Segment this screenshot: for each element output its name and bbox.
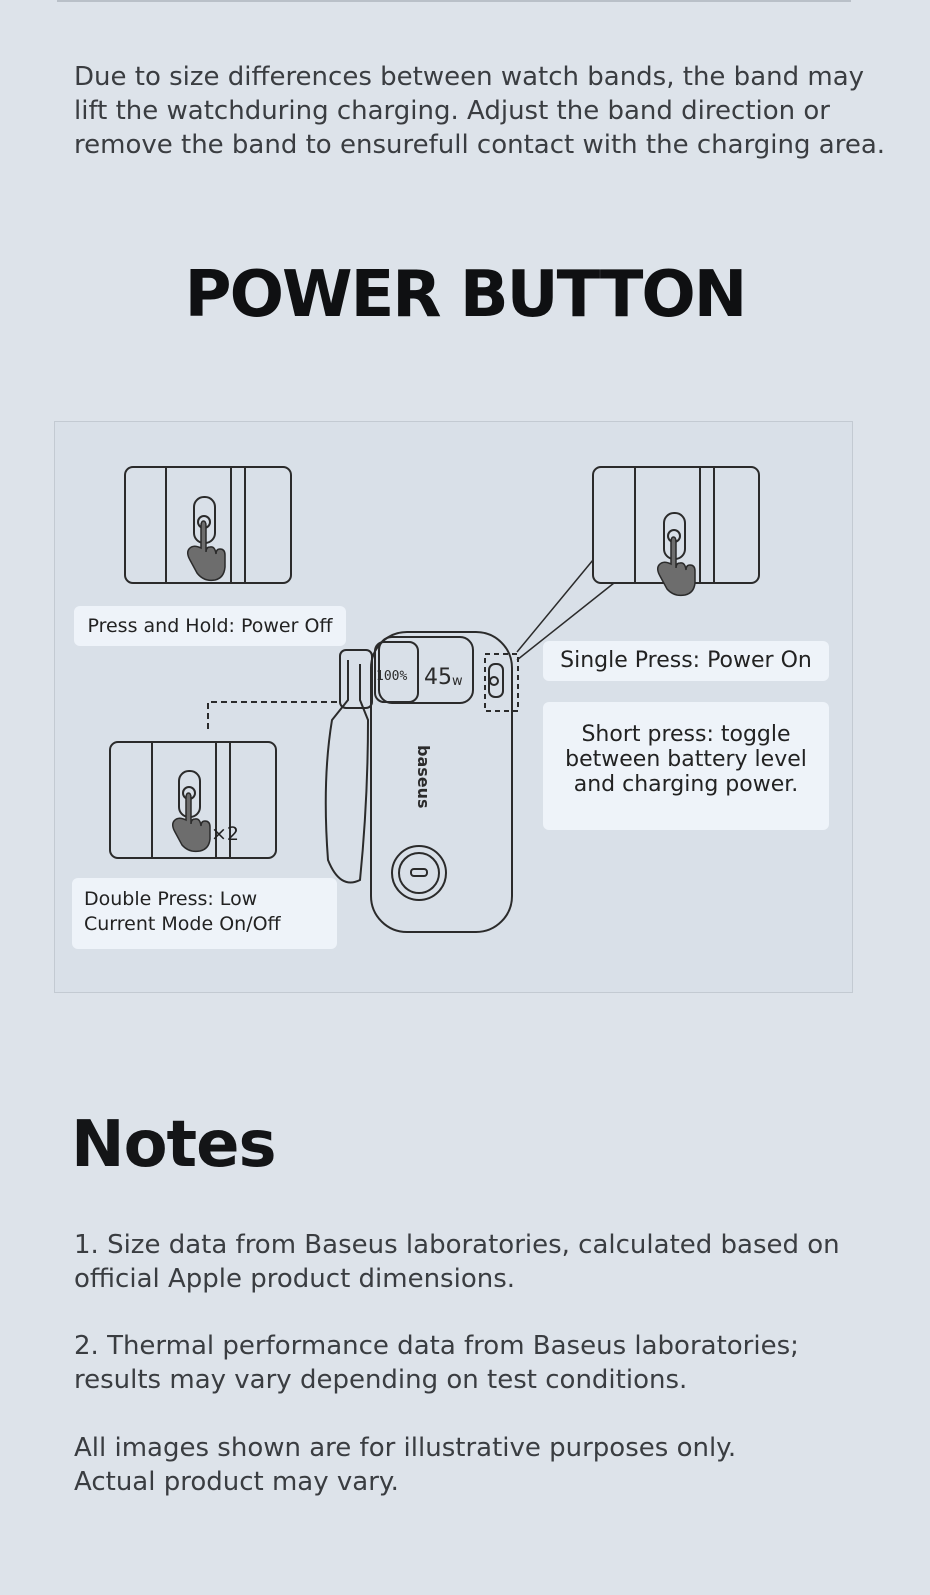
note-thermal-data: 2. Thermal performance data from Baseus … [74,1331,799,1395]
pointing-hand-icon [186,520,226,582]
press-hold-detail-illustration [124,466,292,584]
brand-logo: baseus [414,745,433,809]
press-hold-callout: Press and Hold: Power Off [74,606,346,646]
pointing-hand-icon [171,792,211,853]
single-press-callout: Single Press: Power On [543,641,829,681]
note-illustrative-disclaimer: All images shown are for illustrative pu… [74,1431,894,1499]
watch-band-instruction: Due to size differences between watch ba… [74,62,886,160]
disclaimer-line-1: All images shown are for illustrative pu… [74,1433,737,1463]
double-press-marker: ×2 [211,823,239,845]
power-button-diagram: 100% 45 w baseus ×2 [109,466,760,933]
power-bank-illustration [324,631,513,933]
wattage-readout: 45 [424,665,452,690]
pointing-hand-icon [656,536,696,597]
disclaimer-line-2: Actual product may vary. [74,1467,399,1497]
wattage-unit: w [452,674,463,689]
battery-percent-readout: 100% [376,669,407,684]
double-press-detail-illustration [109,741,277,859]
top-divider [57,0,851,2]
notes-title: Notes [71,1108,277,1182]
double-press-callout: Double Press: Low Current Mode On/Off [72,878,337,949]
power-button-title: POWER BUTTON [184,258,748,332]
short-press-callout: Short press: toggle between battery leve… [543,702,829,830]
note-size-data: 1. Size data from Baseus laboratories, c… [74,1230,840,1294]
